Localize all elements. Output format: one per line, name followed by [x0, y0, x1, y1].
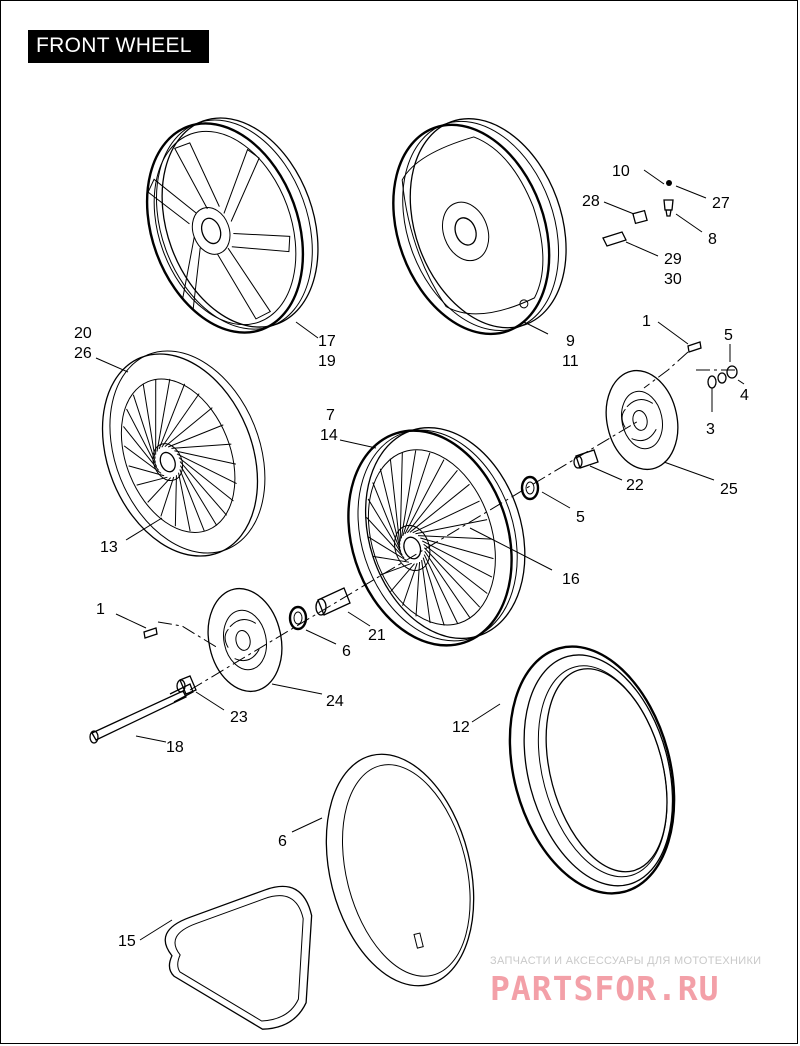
- brake-disc-24: [207, 587, 283, 693]
- page-title: FRONT WHEEL: [36, 34, 192, 57]
- center-lines: [157, 351, 736, 691]
- title-box: [28, 30, 209, 63]
- cast-wheel: [145, 117, 319, 334]
- callout-2: 3: [706, 421, 715, 438]
- valve-hardware: [143, 180, 738, 639]
- callout-30: 30: [664, 271, 682, 288]
- callout-18: 18: [166, 739, 184, 756]
- callout-28: 28: [582, 193, 600, 210]
- watermark-tagline: ЗАПЧАСТИ И АКСЕССУАРЫ ДЛЯ МОТОТЕХНИКИ: [490, 955, 761, 967]
- callout-4: 5: [724, 327, 733, 344]
- spacer-23: [176, 675, 197, 695]
- callout-1-lower: 1: [96, 601, 105, 618]
- callout-27: 27: [712, 195, 730, 212]
- disc-wheel: [392, 118, 567, 336]
- callout-29: 29: [664, 251, 682, 268]
- spoked-wheel: [347, 427, 526, 647]
- spacer-22: [573, 449, 599, 469]
- callout-23: 23: [230, 709, 248, 726]
- bearing-5-upper: [520, 475, 540, 501]
- callout-24: 24: [326, 693, 344, 710]
- callout-6: 6: [278, 833, 287, 850]
- callout-22: 22: [626, 477, 644, 494]
- callout-25: 25: [720, 481, 738, 498]
- callout-11: 11: [562, 353, 579, 370]
- callout-12: 12: [452, 719, 470, 736]
- callout-21: 21: [368, 627, 386, 644]
- callout-15: 15: [118, 933, 136, 950]
- callout-17: 17: [318, 333, 336, 350]
- brake-disc-25: [605, 369, 679, 471]
- callout-1-upper: 1: [642, 313, 651, 330]
- callout-13: 13: [100, 539, 118, 556]
- leader-lines: [95, 169, 745, 941]
- callout-26: 26: [74, 345, 92, 362]
- laced-wheel: [101, 350, 266, 557]
- callout-19: 19: [318, 353, 336, 370]
- callout-20: 20: [74, 325, 92, 342]
- callout-labels: 17 19 9 11 10 27 28 8 29 30 1 5 4 3 25 2…: [74, 163, 749, 950]
- bearing-5-lower: [288, 605, 308, 631]
- watermark: ЗАПЧАСТИ И АКСЕССУАРЫ ДЛЯ МОТОТЕХНИКИ PA…: [490, 955, 761, 1008]
- callout-16: 16: [562, 571, 580, 588]
- rim-strip: [164, 885, 313, 1030]
- tire: [508, 645, 676, 895]
- watermark-brand: PARTSFOR.RU: [490, 969, 720, 1008]
- callout-5-lower: 6: [342, 643, 351, 660]
- callout-8: 8: [708, 231, 717, 248]
- spacer-21: [315, 587, 351, 616]
- inner-tube: [325, 753, 475, 987]
- callout-14: 14: [320, 427, 338, 444]
- callout-9: 9: [566, 333, 575, 350]
- callout-7: 7: [326, 407, 335, 424]
- callout-5-upper: 5: [576, 509, 585, 526]
- callout-10: 10: [612, 163, 630, 180]
- axle: [89, 683, 194, 744]
- callout-3: 4: [740, 387, 749, 404]
